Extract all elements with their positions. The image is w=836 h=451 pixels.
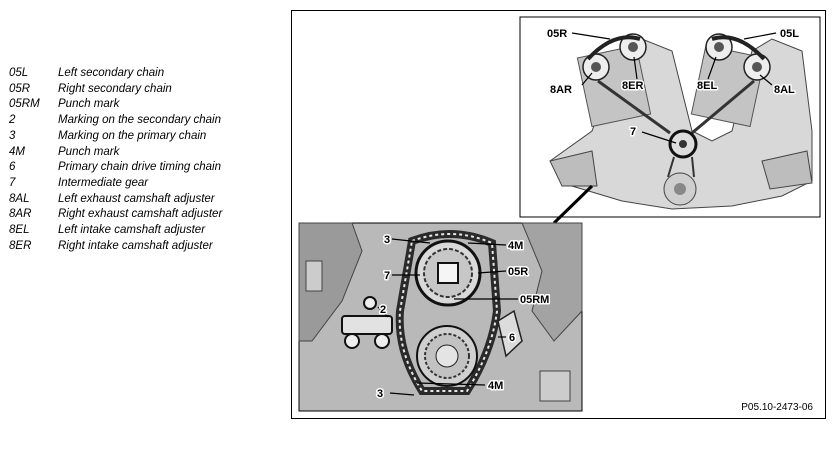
callout-7-detail-halo: 7	[384, 270, 390, 282]
legend-description: Right intake camshaft adjuster	[58, 239, 213, 252]
legend-description: Left exhaust camshaft adjuster	[58, 192, 215, 205]
legend-code: 4M	[9, 145, 25, 158]
callout-8AR: 8AR	[550, 84, 572, 96]
callout-05L-top: 05L	[780, 28, 799, 40]
legend-description: Right exhaust camshaft adjuster	[58, 208, 223, 221]
callout-3-upper: 3	[384, 234, 390, 246]
legend-description: Intermediate gear	[58, 176, 149, 189]
engine-timing-diagram: 05R05R05L05L8AR8AR8ER8ER8EL8EL8AL8AL7733…	[298, 16, 821, 412]
legend-code: 6	[9, 161, 16, 174]
crankshaft-sprocket	[416, 325, 478, 387]
callout-05R-top-halo: 05R	[547, 28, 567, 40]
primary-chain-detail-view	[298, 184, 594, 412]
callout-05L-top-halo: 05L	[780, 28, 799, 40]
camshaft-adjuster-8AL	[743, 53, 771, 81]
legend-row: 05L Left secondary chain	[9, 66, 222, 82]
callout-7-top: 7	[630, 126, 636, 138]
legend-code: 7	[9, 176, 16, 189]
callout-05RM-halo: 05RM	[520, 294, 549, 306]
callout-05R-detail: 05R	[508, 266, 528, 278]
callout-2-halo: 2	[380, 304, 386, 316]
callout-4M-upper: 4M	[508, 240, 523, 252]
legend-code: 3	[9, 129, 16, 142]
legend-code: 05L	[9, 67, 29, 79]
legend-code: 05R	[9, 82, 31, 95]
callout-3-lower: 3	[377, 388, 383, 400]
legend-description: Right secondary chain	[58, 82, 172, 95]
legend-row: 8ER Right intake camshaft adjuster	[9, 239, 222, 255]
camshaft-adjuster-8AR	[582, 53, 610, 81]
legend-row: 05RM Punch mark	[9, 97, 222, 113]
callout-05R-detail-halo: 05R	[508, 266, 528, 278]
intermediate-gear-detail	[414, 239, 482, 307]
legend-row: 4M Punch mark	[9, 145, 222, 161]
legend-row: 8AL Left exhaust camshaft adjuster	[9, 192, 222, 208]
legend-code: 05RM	[9, 98, 40, 111]
callout-7-detail: 7	[384, 270, 390, 282]
callout-05R-top: 05R	[547, 28, 567, 40]
callout-4M-upper-halo: 4M	[508, 240, 523, 252]
chain-tensioner	[341, 296, 393, 349]
legend-row: 8AR Right exhaust camshaft adjuster	[9, 207, 222, 223]
legend-code: 8ER	[9, 239, 32, 252]
engine-front-view	[519, 16, 821, 218]
callout-8EL: 8EL	[697, 80, 717, 92]
legend-description: Marking on the primary chain	[58, 129, 207, 142]
legend-description: Punch mark	[58, 98, 120, 111]
legend-description: Punch mark	[58, 145, 120, 158]
legend-row: 8EL Left intake camshaft adjuster	[9, 223, 222, 239]
legend-code: 8EL	[9, 224, 30, 237]
callout-2: 2	[380, 304, 386, 316]
intermediate-gear	[668, 129, 698, 159]
callout-05RM: 05RM	[520, 294, 549, 306]
callout-8AL: 8AL	[774, 84, 795, 96]
legend-code: 8AL	[9, 192, 30, 205]
callout-3-upper-halo: 3	[384, 234, 390, 246]
callout-4M-lower: 4M	[488, 380, 503, 392]
callout-7-top-halo: 7	[630, 126, 636, 138]
legend-code: 8AR	[9, 208, 32, 221]
legend-description: Primary chain drive timing chain	[58, 161, 221, 174]
callout-8ER-halo: 8ER	[622, 80, 643, 92]
legend-row: 6 Primary chain drive timing chain	[9, 160, 222, 176]
legend-description: Marking on the secondary chain	[58, 114, 222, 127]
callout-8ER: 8ER	[622, 80, 643, 92]
callout-8AR-halo: 8AR	[550, 84, 572, 96]
legend-row: 7 Intermediate gear	[9, 176, 222, 192]
callout-8EL-halo: 8EL	[697, 80, 717, 92]
callout-3-lower-halo: 3	[377, 388, 383, 400]
callout-8AL-halo: 8AL	[774, 84, 795, 96]
callout-4M-lower-halo: 4M	[488, 380, 503, 392]
callout-6: 6	[509, 332, 515, 344]
legend-description: Left secondary chain	[58, 67, 165, 79]
legend-row: 2 Marking on the secondary chain	[9, 113, 222, 129]
legend-code: 2	[9, 114, 16, 127]
figure-code: P05.10-2473-06	[741, 402, 813, 413]
callout-6-halo: 6	[509, 332, 515, 344]
legend-row: 05R Right secondary chain	[9, 82, 222, 98]
legend-description: Left intake camshaft adjuster	[58, 224, 206, 237]
legend: 05L Left secondary chain 05R Right secondar…	[9, 66, 222, 254]
legend-row: 3 Marking on the primary chain	[9, 129, 222, 145]
